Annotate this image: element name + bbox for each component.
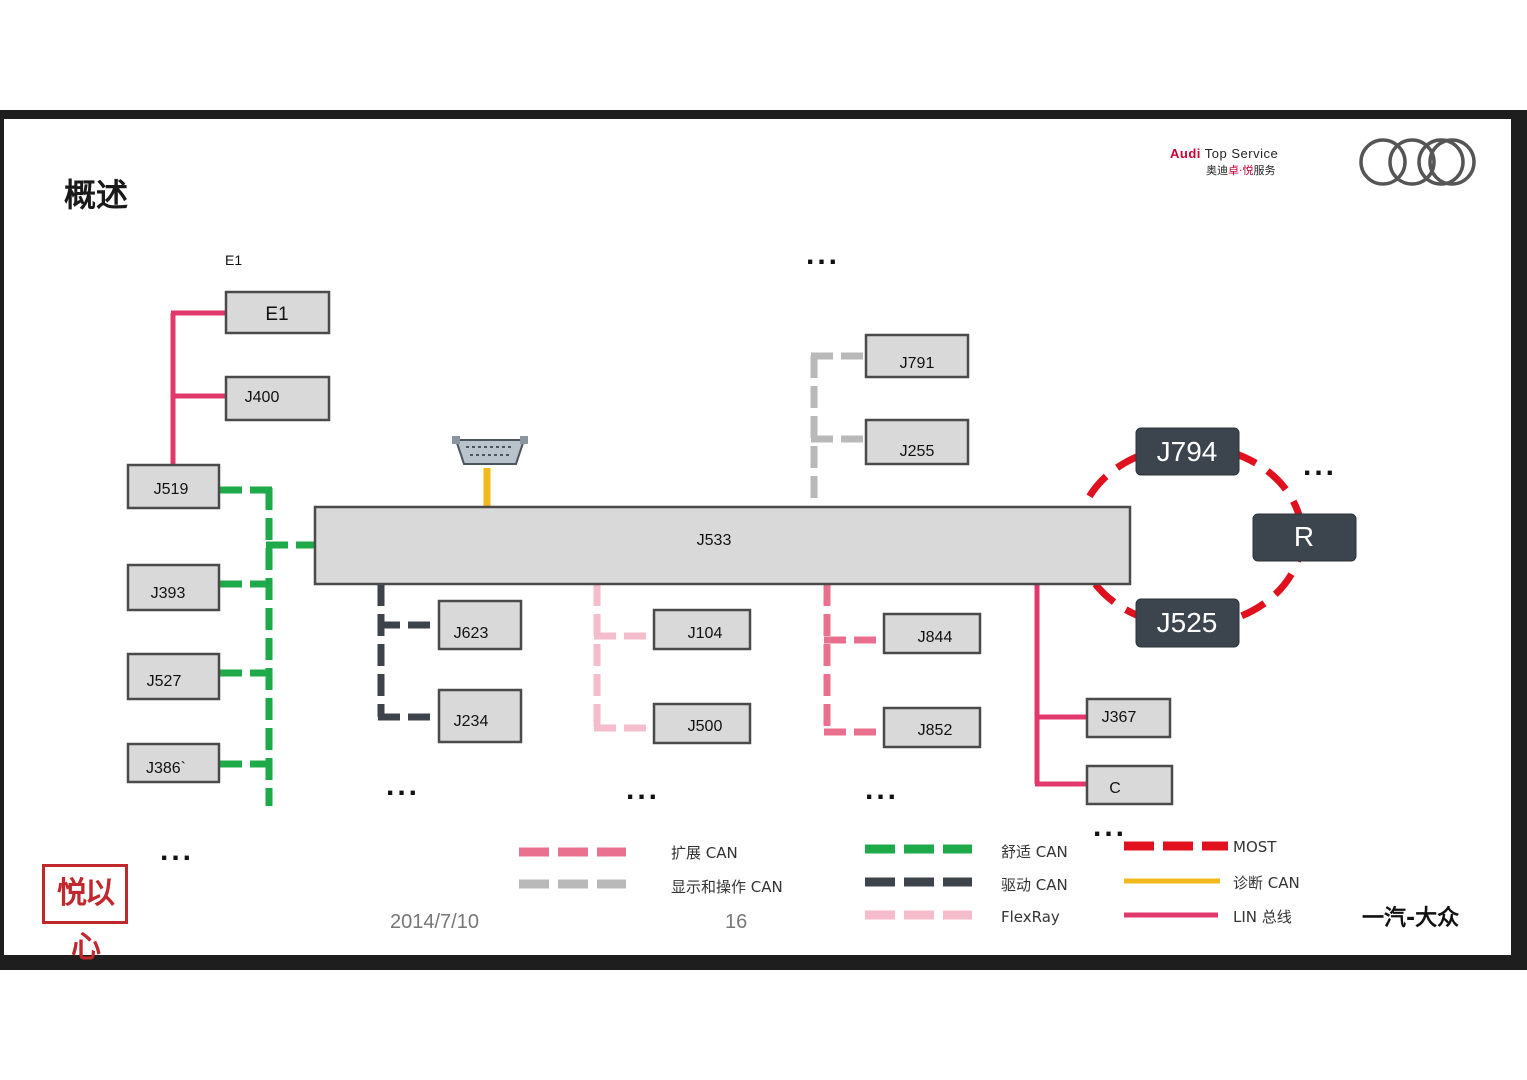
svg-text:J791: J791: [900, 355, 935, 372]
svg-text:J519: J519: [154, 481, 189, 498]
svg-text:J104: J104: [688, 625, 723, 642]
page-number: 16: [725, 911, 748, 933]
node-J791: J791: [864, 333, 970, 379]
node-J794: J794: [1135, 427, 1240, 476]
svg-text:J234: J234: [454, 713, 489, 730]
brand-sub-red: 卓·悦: [1228, 164, 1254, 177]
node-J623: J623: [437, 599, 523, 651]
lin-bus-right: [1034, 584, 1088, 787]
node-J519: J519: [126, 463, 221, 510]
extended-can-bus: [823, 584, 885, 736]
node-R: R: [1252, 513, 1357, 562]
legend-label-display-can: 显示和操作 CAN: [671, 878, 783, 896]
node-C: C: [1085, 764, 1174, 806]
seal-stamp: 悦以心: [42, 864, 128, 965]
drive-can-bus: [377, 584, 440, 721]
node-J527: J527: [126, 652, 221, 701]
node-J525: J525: [1135, 598, 1240, 648]
legend-label-lin: LIN 总线: [1233, 908, 1292, 926]
svg-text:J525: J525: [1157, 607, 1218, 638]
svg-text:J623: J623: [454, 625, 489, 642]
ellipsis-most: ...: [1303, 449, 1337, 482]
ellipsis-drive: ...: [386, 769, 420, 802]
node-J367: J367: [1085, 697, 1172, 739]
ellipsis-extended: ...: [865, 773, 899, 806]
legend-label-drive-can: 驱动 CAN: [1001, 876, 1068, 894]
display-can-bus: [810, 352, 867, 508]
svg-text:J852: J852: [918, 722, 953, 739]
svg-text:J255: J255: [900, 443, 935, 460]
comfort-can-bus: [220, 486, 316, 806]
svg-text:J386`: J386`: [146, 760, 186, 777]
legend-label-comfort-can: 舒适 CAN: [1001, 843, 1068, 861]
lin-bus-left: [170, 310, 228, 466]
diagnostic-connector-icon: [452, 436, 528, 465]
brand-sub-2: 服务: [1253, 164, 1276, 177]
faw-vw-logo: 一汽-大众: [1362, 906, 1460, 931]
svg-text:J844: J844: [918, 629, 953, 646]
svg-text:J393: J393: [151, 585, 186, 602]
svg-text:J500: J500: [688, 718, 723, 735]
svg-text:J400: J400: [245, 389, 280, 406]
node-J234: J234: [437, 688, 523, 744]
slide-date: 2014/7/10: [390, 911, 479, 933]
svg-text:J533: J533: [697, 532, 732, 549]
brand-sub-1: 奥迪: [1206, 164, 1228, 177]
ellipsis-top: ...: [806, 238, 840, 271]
legend-label-most: MOST: [1233, 838, 1277, 856]
node-J386: J386`: [126, 742, 221, 784]
ellipsis-left-bottom: ...: [160, 834, 194, 867]
svg-text:C: C: [1109, 780, 1121, 797]
svg-text:J527: J527: [147, 673, 182, 690]
brand-name: Audi Top Service: [1170, 146, 1278, 161]
node-J852: J852: [882, 706, 982, 749]
node-J104: J104: [652, 608, 752, 651]
node-J400: J400: [224, 375, 331, 422]
flexray-bus: [593, 584, 655, 732]
node-J255: J255: [864, 418, 970, 466]
svg-text:J367: J367: [1102, 709, 1137, 726]
node-J844: J844: [882, 612, 982, 655]
node-J393: J393: [126, 563, 221, 612]
brand-subtitle: 奥迪卓·悦服务: [1206, 162, 1276, 178]
ellipsis-lin: ...: [1093, 810, 1127, 843]
ellipsis-flexray: ...: [626, 773, 660, 806]
node-J500: J500: [652, 702, 752, 745]
legend-label-extended-can: 扩展 CAN: [671, 844, 738, 862]
legend-label-flexray: FlexRay: [1001, 908, 1060, 926]
brand-name-red: Audi: [1170, 146, 1201, 161]
node-E1: E1: [224, 290, 331, 335]
node-J533: J533: [313, 505, 1132, 586]
svg-text:J794: J794: [1157, 436, 1218, 467]
audi-rings-logo: [1359, 138, 1476, 186]
legend-label-diag-can: 诊断 CAN: [1233, 874, 1300, 892]
svg-text:R: R: [1294, 521, 1314, 552]
svg-text:E1: E1: [265, 304, 288, 325]
note-e1: E1: [225, 252, 243, 268]
brand-name-rest: Top Service: [1200, 146, 1279, 161]
page-title: 概述: [64, 176, 129, 214]
